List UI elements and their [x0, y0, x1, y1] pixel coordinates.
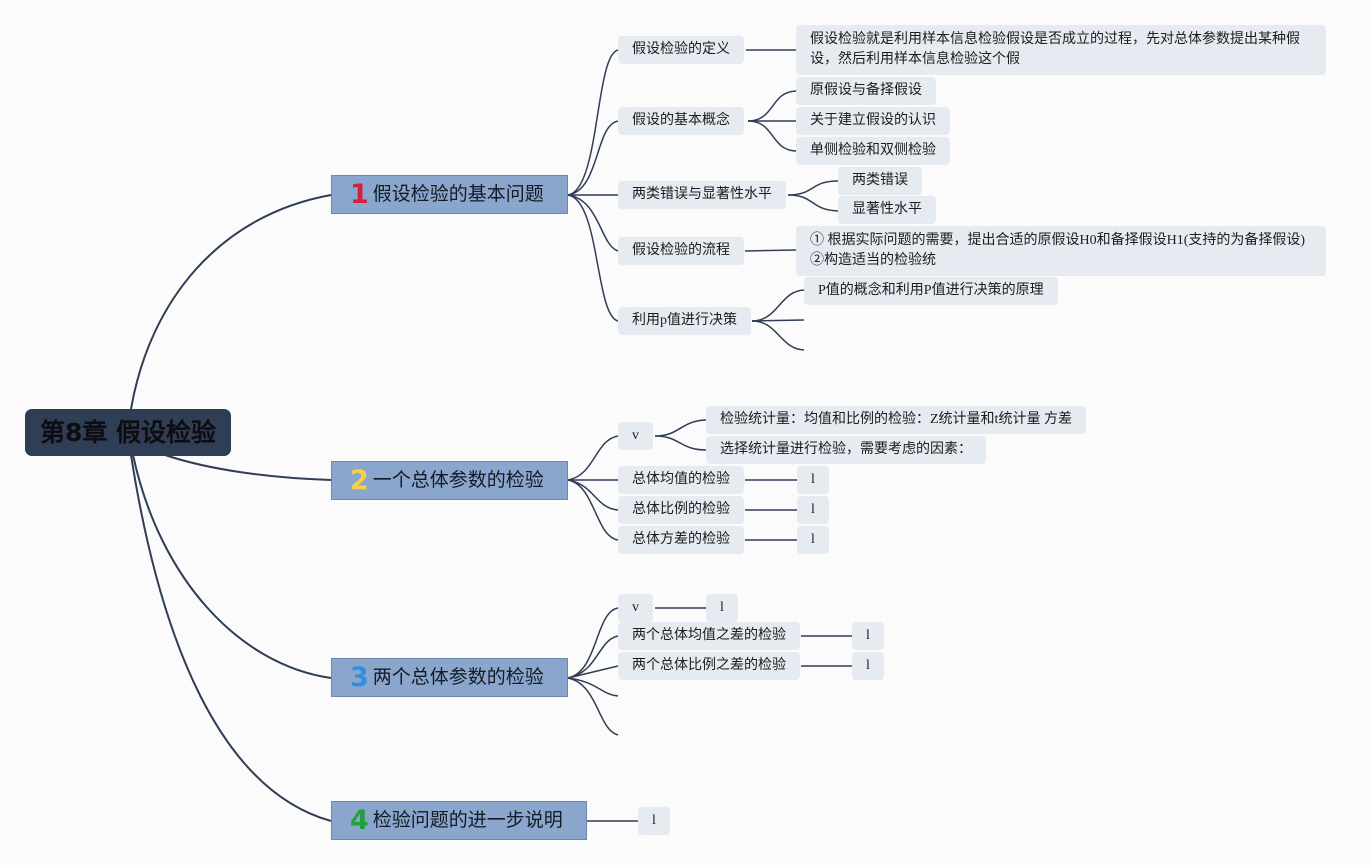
- topic-mean-diff[interactable]: 两个总体均值之差的检验: [618, 622, 800, 650]
- branch-1-number: 1: [350, 179, 369, 210]
- branch-3-number: 3: [350, 662, 369, 693]
- concept-null-alt[interactable]: 原假设与备择假设: [796, 77, 936, 105]
- b3-prop-diff-leaf[interactable]: l: [852, 652, 884, 680]
- concept-establishing[interactable]: 关于建立假设的认识: [796, 107, 950, 135]
- branch-2-number: 2: [350, 465, 369, 496]
- pvalue-principle[interactable]: P值的概念和利用P值进行决策的原理: [804, 277, 1058, 305]
- topic-definition[interactable]: 假设检验的定义: [618, 36, 744, 64]
- branch-2-title: 一个总体参数的检验: [372, 469, 544, 491]
- topic-basic-concepts[interactable]: 假设的基本概念: [618, 107, 744, 135]
- link-root-b2: [164, 454, 332, 481]
- topic-process[interactable]: 假设检验的流程: [618, 237, 744, 265]
- b3-mean-diff-leaf[interactable]: l: [852, 622, 884, 650]
- b4-leaf[interactable]: l: [638, 807, 670, 835]
- error-two-types[interactable]: 两类错误: [838, 167, 922, 195]
- topic-mean-test[interactable]: 总体均值的检验: [618, 466, 744, 494]
- error-significance[interactable]: 显著性水平: [838, 196, 936, 224]
- root-node[interactable]: 第8章 假设检验: [25, 409, 231, 456]
- process-text[interactable]: ① 根据实际问题的需要，提出合适的原假设H0和备择假设H1(支持的为备择假设) …: [796, 226, 1326, 276]
- b3-v-node[interactable]: v: [618, 594, 653, 622]
- b2-v-node[interactable]: v: [618, 422, 653, 450]
- topic-proportion-test[interactable]: 总体比例的检验: [618, 496, 744, 524]
- link-root-b4: [130, 454, 332, 822]
- branch-1-title: 假设检验的基本问题: [372, 183, 544, 205]
- b2-variance-leaf[interactable]: l: [797, 526, 829, 554]
- link-root-b3: [132, 454, 332, 679]
- b2-proportion-leaf[interactable]: l: [797, 496, 829, 524]
- b2-statistic[interactable]: 检验统计量：均值和比例的检验：Z统计量和t统计量 方差: [706, 406, 1086, 434]
- process-line-2: ②构造适当的检验统: [810, 253, 936, 268]
- b2-mean-leaf[interactable]: l: [797, 466, 829, 494]
- b3-v-leaf[interactable]: l: [706, 594, 738, 622]
- link-root-b1: [130, 194, 332, 410]
- topic-pvalue[interactable]: 利用p值进行决策: [618, 307, 751, 335]
- definition-text[interactable]: 假设检验就是利用样本信息检验假设是否成立的过程，先对总体参数提出某种假设，然后利…: [796, 25, 1326, 75]
- topic-variance-test[interactable]: 总体方差的检验: [618, 526, 744, 554]
- topic-prop-diff[interactable]: 两个总体比例之差的检验: [618, 652, 800, 680]
- branch-4-number: 4: [350, 805, 369, 836]
- topic-errors[interactable]: 两类错误与显著性水平: [618, 181, 786, 209]
- concept-one-two-sided[interactable]: 单侧检验和双侧检验: [796, 137, 950, 165]
- branch-3-title: 两个总体参数的检验: [372, 666, 544, 688]
- process-line-1: ① 根据实际问题的需要，提出合适的原假设H0和备择假设H1(支持的为备择假设): [810, 233, 1306, 248]
- b2-factors[interactable]: 选择统计量进行检验，需要考虑的因素：: [706, 436, 986, 464]
- branch-4-title: 检验问题的进一步说明: [372, 809, 563, 831]
